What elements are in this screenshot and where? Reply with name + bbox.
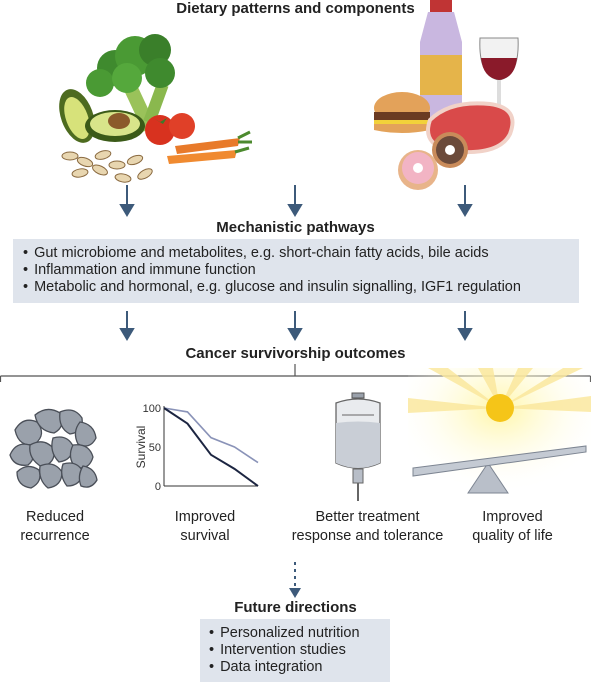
mechanisms-box: Gut microbiome and metabolites, e.g. sho… (13, 239, 579, 303)
broccoli-icon (86, 34, 175, 132)
survival-chart-icon: 100 50 0 Survival (134, 403, 259, 493)
tomato-icon (145, 113, 195, 145)
y-tick-label: 100 (143, 403, 161, 415)
y-tick-label: 0 (155, 481, 161, 493)
dotted-arrow (289, 562, 301, 598)
series-line-1 (163, 407, 259, 464)
nuts-icon (61, 150, 153, 183)
diagram-title: Dietary patterns and components (176, 0, 415, 17)
iv-bag-icon (335, 392, 381, 501)
y-tick-label: 50 (149, 442, 161, 454)
cell-cluster-icon (9, 408, 98, 489)
y-axis-label: Survival (134, 426, 148, 469)
healthy-foods-illustration (59, 34, 252, 183)
donut-icon (398, 132, 468, 190)
soda-bottle-icon (420, 0, 462, 117)
future-title: Future directions (234, 599, 357, 616)
mechanisms-title: Mechanistic pathways (216, 219, 375, 236)
mechanism-item: Inflammation and immune function (23, 262, 579, 279)
arrows-to-mechanisms (119, 185, 473, 217)
outcomes-title: Cancer survivorship outcomes (185, 345, 406, 362)
future-item: Data integration (209, 659, 390, 676)
series-line-2 (163, 407, 259, 487)
avocado-icon (59, 89, 145, 143)
mechanism-item: Metabolic and hormonal, e.g. glucose and… (23, 279, 579, 296)
wine-glass-icon (479, 37, 519, 108)
balance-sun-icon (408, 368, 591, 508)
burger-icon (374, 92, 430, 133)
carrot-icon (167, 130, 252, 164)
mechanism-item: Gut microbiome and metabolites, e.g. sho… (23, 245, 579, 262)
future-item: Intervention studies (209, 642, 390, 659)
arrows-to-outcomes (119, 311, 473, 341)
future-box: Personalized nutrition Intervention stud… (200, 619, 390, 682)
future-item: Personalized nutrition (209, 625, 390, 642)
unhealthy-foods-illustration (374, 0, 519, 190)
